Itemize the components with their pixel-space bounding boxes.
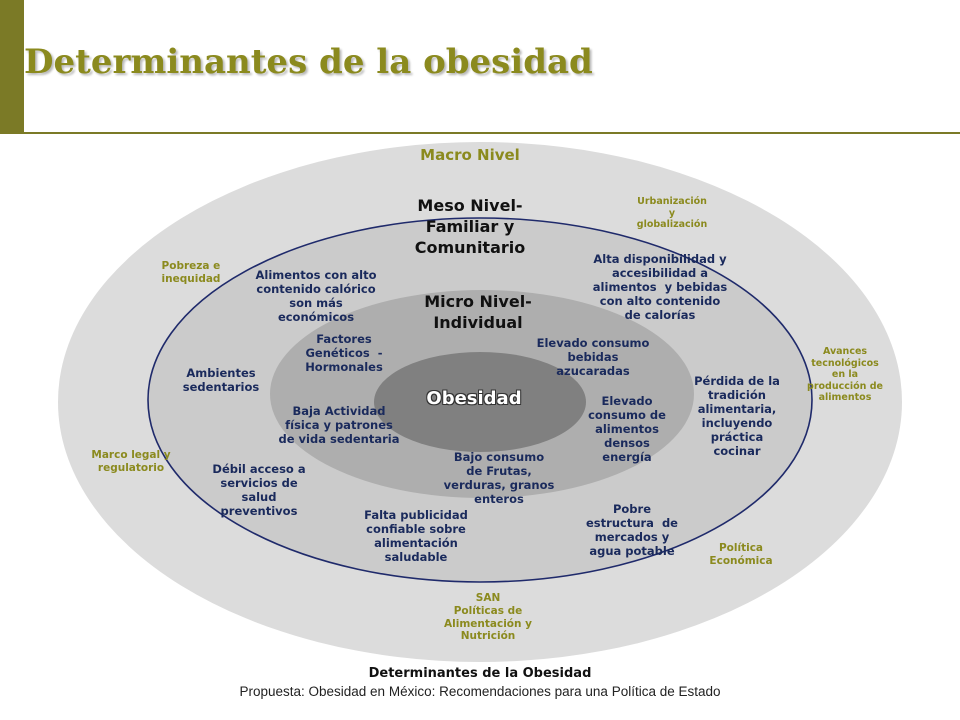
micro-item-bebidas: Elevado consumo bebidas azucaradas xyxy=(536,336,650,379)
micro-item-actividad: Baja Actividad física y patrones de vida… xyxy=(278,404,400,447)
meso-item-ambientes: Ambientes sedentarios xyxy=(182,366,260,395)
micro-item-densos: Elevado consumo de alimentos densos ener… xyxy=(588,394,666,465)
micro-level-label: Micro Nivel- Individual xyxy=(424,292,532,332)
micro-item-factores: Factores Genéticos - Hormonales xyxy=(305,332,383,375)
core-ellipse xyxy=(374,352,586,452)
core-obesity-label: Obesidad xyxy=(426,388,522,409)
macro-item-avances: Avances tecnológicos en la producción de… xyxy=(807,346,883,404)
caption-title: Determinantes de la Obesidad xyxy=(368,666,592,681)
caption-subtitle: Propuesta: Obesidad en México: Recomenda… xyxy=(239,684,721,699)
page-title: Determinantes de la obesidad xyxy=(24,42,593,82)
macro-item-marco-legal: Marco legal y regulatorio xyxy=(91,449,171,474)
meso-item-alta-disponibilidad: Alta disponibilidad y accesibilidad a al… xyxy=(592,252,728,323)
meso-level-label: Meso Nivel- Familiar y Comunitario xyxy=(414,196,526,257)
micro-item-frutas: Bajo consumo de Frutas, verduras, granos… xyxy=(443,450,555,507)
meso-item-falta-publicidad: Falta publicidad confiable sobre aliment… xyxy=(364,508,468,565)
macro-item-politica-economica: Política Económica xyxy=(709,542,773,567)
title-accent-bar xyxy=(0,0,24,132)
meso-item-debil-acceso: Débil acceso a servicios de salud preven… xyxy=(212,462,306,519)
macro-item-urbanizacion: Urbanización y globalización xyxy=(636,196,708,231)
meso-item-alimentos-calorico: Alimentos con alto contenido calórico so… xyxy=(255,268,377,325)
macro-item-san: SAN Políticas de Alimentación y Nutrició… xyxy=(444,592,532,643)
meso-item-pobre-estructura: Pobre estructura de mercados y agua pota… xyxy=(586,502,678,559)
meso-item-perdida-tradicion: Pérdida de la tradición alimentaria, inc… xyxy=(694,374,780,459)
macro-level-label: Macro Nivel xyxy=(420,146,520,164)
macro-item-pobreza: Pobreza e inequidad xyxy=(161,260,221,285)
title-underline xyxy=(0,132,960,134)
